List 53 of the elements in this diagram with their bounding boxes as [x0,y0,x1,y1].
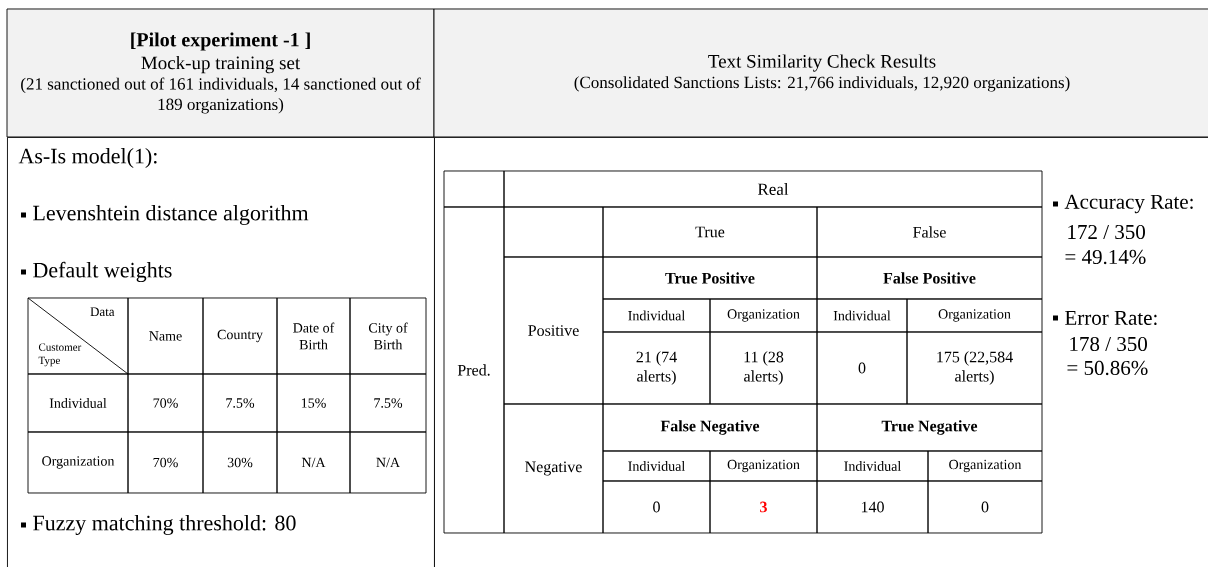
table-cell: Negative [503,403,604,534]
bullet-item: Error Rate: [1053,310,1157,325]
table-cell: 70% [127,373,204,433]
table-cell: 175 (22,584 alerts) [906,331,1043,405]
bullet-item: Accuracy Rate: [1053,194,1193,214]
table-cell: Organization [709,450,818,482]
table-cell: Individual [816,298,908,333]
table-cell: False Negative [602,403,818,452]
table-cell: 70% [127,431,204,494]
table-cell: Individual [816,450,929,482]
table-cell: 15% [276,373,351,433]
table-cell: N/A [349,431,427,494]
table-cell: 21 (74 alerts) [602,331,711,405]
header-cell: Data Customer Type [27,297,129,375]
bullet-item: Fuzzy matching threshold: 80 [21,515,296,535]
header-panel: Text Similarity Check Results (Consolidated Sanctions Lists: 21,766 individuals, 12,920 organizations) [433,8,1208,138]
table-cell: Organization [927,450,1043,482]
header-panel: [Pilot experiment -1 ] Mock-up training set (21 sanctioned out of 161 individuals, 14 sanctioned out of 189 organizations) [6,8,435,138]
text-line: = 50.86% [1067,360,1148,376]
table-cell: 7.5% [202,373,278,433]
table-cell: True Positive [602,256,818,300]
bullet-item: Default weights [21,261,172,283]
table-cell: 0 [602,480,711,534]
text-line: 172 / 350 [1068,224,1145,240]
table-cell: Pred. [443,206,505,534]
table-cell: True [602,206,818,258]
text-line: = 49.14% [1065,249,1146,265]
table-cell: Positive [503,256,604,405]
table-cell: Date of Birth [276,297,351,375]
table-cell: False [816,206,1043,258]
table-cell: 0 [927,480,1043,534]
table-cell: 30% [202,431,278,494]
table-cell: 0 [816,331,908,405]
table-cell: 11 (28 alerts) [709,331,818,405]
table-cell: N/A [276,431,351,494]
table-cell: Real [503,170,1043,208]
table-cell: Name [127,297,204,375]
table-cell: Organization [906,298,1043,333]
table-cell: Individual [602,298,711,333]
table-cell: True Negative [816,403,1043,452]
table-cell: 7.5% [349,373,427,433]
table-cell: Organization [709,298,818,333]
table-cell: 3 [709,480,818,534]
text-line: As-Is model(1): [18,148,157,168]
table-cell: Individual [602,450,711,482]
table-cell: Individual [27,373,129,433]
table-cell: Organization [27,431,129,494]
bullet-item: Levenshtein distance algorithm [21,205,309,225]
table-cell: False Positive [816,256,1043,300]
table-cell: 140 [816,480,929,534]
text-line: 178 / 350 [1070,336,1147,352]
table-cell: City of Birth [349,297,427,375]
table-cell: Country [202,297,278,375]
